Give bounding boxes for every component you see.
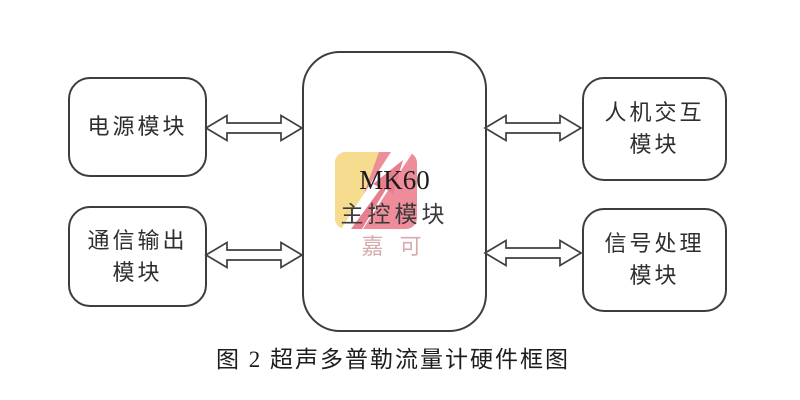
block-signal-label-line1: 信号处理 [604, 231, 705, 257]
block-hmi-label-line2: 模块 [629, 132, 680, 157]
block-power-module: 电源模块 [68, 77, 207, 177]
block-hmi-label-line1: 人机交互 [604, 100, 705, 126]
block-power-label: 电源模块 [87, 114, 188, 140]
block-mk60-main-control-module: MK60 主控模块 嘉可 [302, 51, 487, 332]
block-comm-label-line2: 模块 [112, 259, 163, 285]
block-signal-label-line2: 模块 [629, 263, 680, 288]
block-human-machine-interaction-module: 人机交互 模块 [582, 77, 727, 181]
block-communication-output-module: 通信输出 模块 [68, 206, 207, 307]
figure-caption: 图 2 超声多普勒流量计硬件框图 [216, 347, 570, 372]
block-comm-label-line1: 通信输出 [87, 227, 188, 253]
block-signal-processing-module: 信号处理 模块 [582, 208, 727, 312]
block-main-label-line1: MK60 [359, 165, 430, 195]
block-main-label-line2: 主控模块 [340, 202, 449, 227]
arrow-main-to-signal-icon [483, 239, 583, 267]
arrow-comm-to-main-icon [204, 241, 304, 269]
arrow-power-to-main-icon [204, 114, 304, 142]
arrow-main-to-hmi-icon [483, 114, 583, 142]
watermark-logo-icon [335, 152, 417, 229]
watermark-text: 嘉可 [361, 234, 438, 259]
